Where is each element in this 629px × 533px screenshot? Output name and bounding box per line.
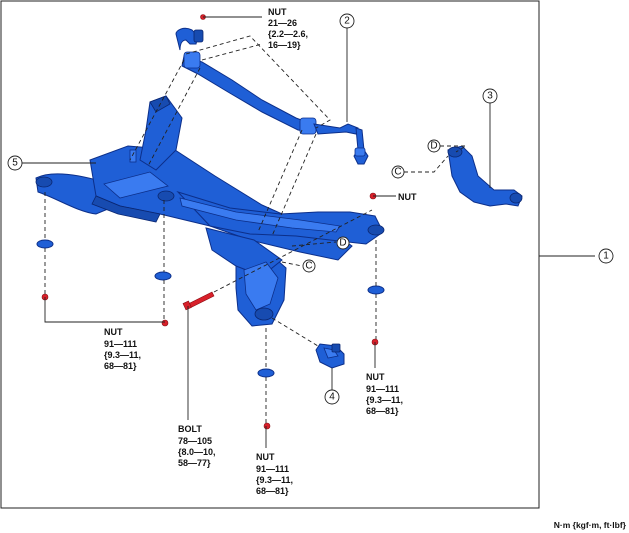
label-bolt-line2: {8.0—10, <box>178 447 216 457</box>
label-nut-left-line2: {9.3—11, <box>104 350 141 360</box>
label-nut-right-line1: 91—111 <box>366 384 399 394</box>
callout-4: 4 <box>324 389 340 405</box>
upper-arm-part <box>447 145 523 207</box>
label-nut-left-name: NUT <box>104 327 123 337</box>
callout-3-label: 3 <box>487 91 493 102</box>
nut-left-2-icon <box>161 319 169 327</box>
label-nut-top-name: NUT <box>268 7 287 17</box>
fasteners <box>41 14 379 430</box>
label-nut-left-line3: 68—81} <box>104 361 137 371</box>
crossmember-part <box>35 95 385 327</box>
marker-c-lower-label: C <box>305 261 312 272</box>
label-nut-right-line2: {9.3—11, <box>366 395 403 405</box>
label-nut-bottom-line1: 91—111 <box>256 464 289 474</box>
callout-2-label: 2 <box>344 16 350 27</box>
washers <box>36 239 385 378</box>
label-bolt: BOLT 78—105 {8.0—10, 58—77} <box>178 424 216 468</box>
marker-c-lower: C <box>302 259 316 273</box>
label-nut-top: NUT 21—26 {2.2—2.6, 16—19} <box>268 7 308 50</box>
label-nut-bottom: NUT 91—111 {9.3—11, 68—81} <box>256 452 293 496</box>
marker-d-lower: D <box>336 236 350 250</box>
label-bolt-name: BOLT <box>178 424 202 434</box>
callout-2: 2 <box>339 13 355 29</box>
callout-1: 1 <box>598 248 614 264</box>
nut-bottom-icon <box>263 422 271 430</box>
label-nut-right-line3: 68—81} <box>366 406 399 416</box>
units-note: N·m {kgf·m, ft·lbf} <box>554 520 627 530</box>
marker-d-upper: D <box>427 139 441 153</box>
label-nut-right-name: NUT <box>366 372 385 382</box>
leader-lines <box>22 16 595 448</box>
callout-5-label: 5 <box>12 158 18 169</box>
label-nut-top-line2: {2.2—2.6, <box>268 29 308 39</box>
marker-c-upper: C <box>391 165 405 179</box>
washer-left-2 <box>154 271 172 281</box>
marker-d-lower-label: D <box>339 238 346 249</box>
assembly-lines <box>44 35 468 423</box>
label-bolt-line3: 58—77} <box>178 458 211 468</box>
washer-bottom <box>257 368 275 378</box>
marker-c-upper-label: C <box>394 167 401 178</box>
label-nut-bottom-line2: {9.3—11, <box>256 475 293 485</box>
callout-3: 3 <box>482 88 498 104</box>
label-nut-top-line3: 16—19} <box>268 40 301 50</box>
callout-4-label: 4 <box>329 392 335 403</box>
label-nut-left-line1: 91—111 <box>104 339 137 349</box>
label-nut-top-line1: 21—26 <box>268 18 297 28</box>
marker-d-upper-label: D <box>430 141 437 152</box>
label-nut-bottom-name: NUT <box>256 452 275 462</box>
washer-left-1 <box>36 239 54 249</box>
washer-right <box>367 285 385 295</box>
label-nut-right-short-name: NUT <box>398 192 417 202</box>
callout-1-label: 1 <box>603 251 609 262</box>
label-nut-left: NUT 91—111 {9.3—11, 68—81} <box>104 327 141 371</box>
diagram-border <box>0 0 540 509</box>
label-nut-right-short: NUT <box>398 192 417 202</box>
bolt-icon <box>187 291 215 309</box>
label-nut-right: NUT 91—111 {9.3—11, 68—81} <box>366 372 403 416</box>
stopper-part <box>315 343 345 369</box>
label-bolt-line1: 78—105 <box>178 436 212 446</box>
callout-5: 5 <box>7 155 23 171</box>
stabilizer-bar-part <box>175 27 369 165</box>
label-nut-bottom-line3: 68—81} <box>256 486 289 496</box>
